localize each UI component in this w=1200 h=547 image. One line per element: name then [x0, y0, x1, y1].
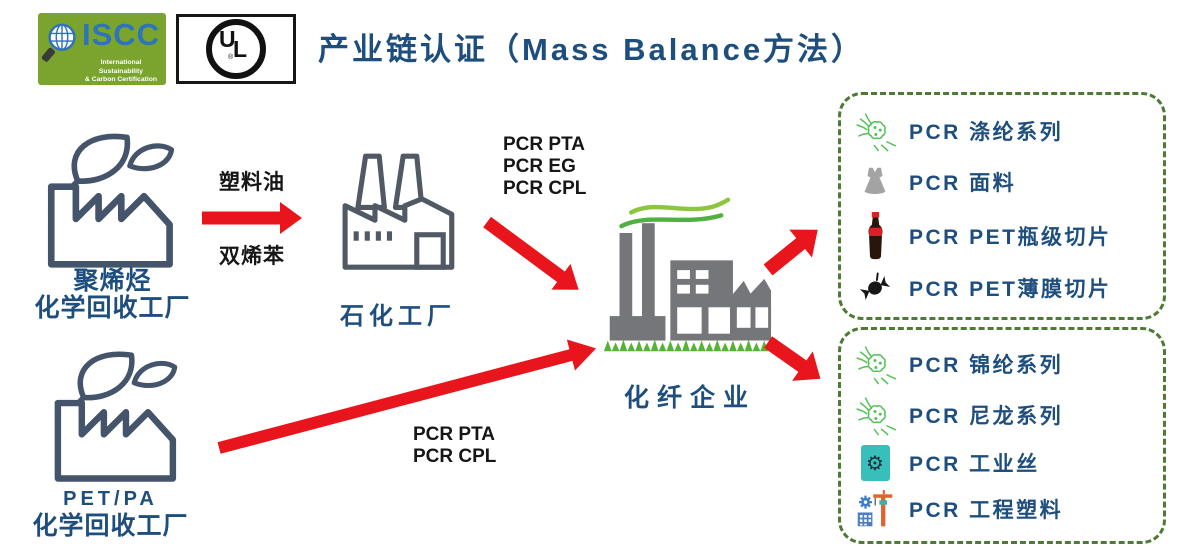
fiber-enterprise-label: 化纤企业 [623, 384, 756, 412]
cola-bottle-icon [851, 211, 899, 260]
polyolefin-recycling-factory-icon [47, 133, 175, 268]
list-item: PCR 涤纶系列 [851, 110, 1153, 152]
petpa-recycling-factory-icon [54, 351, 178, 482]
ul-letter-l: L [233, 36, 248, 62]
arrow-fiber-to-polyester-box [763, 229, 818, 276]
petrochemical-factory-icon [342, 153, 455, 270]
list-item: PCR 锦纶系列 [851, 343, 1153, 385]
list-item: PCR 尼龙系列 [851, 394, 1153, 436]
arrow-fiber-to-nylon-box [763, 336, 821, 381]
list-item: PCR 工程塑料 [851, 490, 1153, 528]
list-item: ⚙ PCR 工业丝 [851, 443, 1153, 482]
page-title: 产业链认证（Mass Balance方法） [318, 32, 866, 67]
product-label: PCR PET瓶级切片 [909, 225, 1112, 249]
product-label: PCR 面料 [909, 171, 1017, 195]
plastic-oil-label: 塑料油 [219, 171, 285, 194]
product-label: PCR 涤纶系列 [909, 120, 1064, 144]
iscc-wordmark: ISCC [82, 17, 161, 52]
product-label: PCR 工程塑料 [909, 499, 1064, 523]
fiber-enterprise-factory-icon [603, 197, 772, 352]
arrow-polyolefin-to-petrochemical [202, 202, 302, 234]
candy-icon [847, 264, 903, 311]
arrow-petrochemical-to-fiber [483, 216, 579, 290]
fiber-icon [851, 394, 899, 436]
product-label: PCR PET薄膜切片 [909, 277, 1112, 301]
petro-to-fiber-materials: PCR PTA PCR EG PCR CPL [503, 134, 587, 199]
product-label: PCR 锦纶系列 [909, 353, 1064, 377]
iscc-logo: ISCC International Sustainability & Carb… [38, 13, 166, 85]
petrochemical-factory-label: 石化工厂 [340, 303, 456, 330]
list-item: PCR 面料 [851, 165, 1153, 199]
iscc-subtitle: International Sustainability & Carbon Ce… [84, 59, 158, 83]
list-item: PCR PET瓶级切片 [851, 211, 1153, 260]
dress-icon [851, 165, 899, 199]
nylon-products-box: PCR 锦纶系列 PCR 尼龙系列 ⚙ PCR 工业丝 [838, 327, 1166, 544]
magnifier-globe-icon [41, 23, 76, 62]
product-label: PCR 尼龙系列 [909, 404, 1064, 428]
fiber-icon [851, 110, 899, 152]
dialkene-benzene-label: 双烯苯 [219, 245, 285, 268]
doc-gear-icon: ⚙ [851, 443, 899, 482]
ul-registered-mark: ® [228, 54, 234, 61]
arrow-petpa-to-fiber [217, 339, 597, 454]
list-item: PCR PET薄膜切片 [851, 271, 1153, 303]
petpa-to-fiber-materials: PCR PTA PCR CPL [413, 424, 497, 467]
petpa-factory-label: PET/PA 化学回收工厂 [32, 488, 189, 540]
polyolefin-factory-label: 聚烯烃 化学回收工厂 [34, 267, 191, 322]
ul-circle-mark: U L ® [206, 19, 266, 79]
ul-letter-u: U [219, 26, 236, 52]
product-label: PCR 工业丝 [909, 453, 1040, 477]
ul-logo: U L ® [176, 14, 296, 84]
fiber-icon [851, 343, 899, 385]
building-crane-icon [851, 490, 899, 528]
polyester-products-box: PCR 涤纶系列 PCR 面料 PCR PET瓶级切片 [838, 92, 1166, 320]
